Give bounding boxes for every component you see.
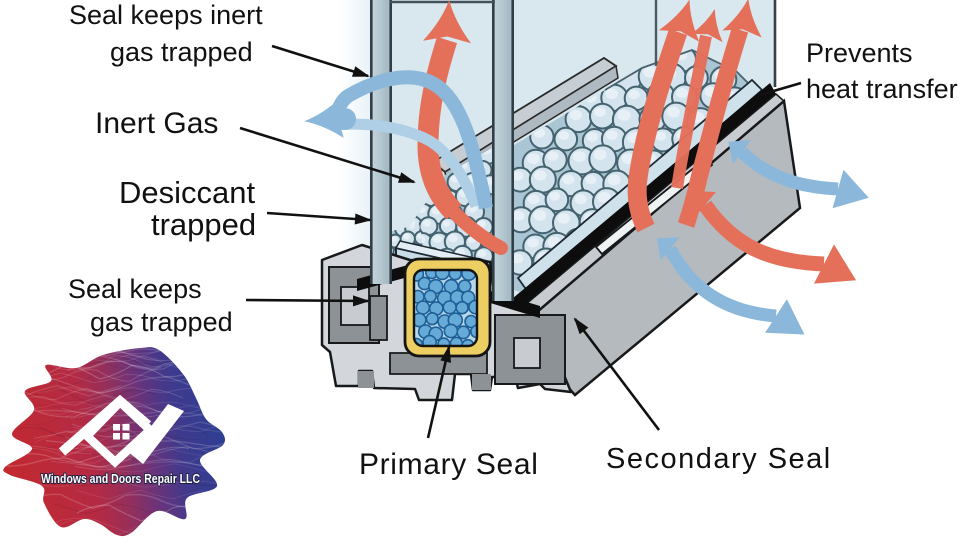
svg-text:heat transfer: heat transfer [806,74,958,104]
svg-text:gas trapped: gas trapped [90,307,233,337]
svg-text:Primary Seal: Primary Seal [359,448,539,481]
svg-text:Seal keeps inert: Seal keeps inert [69,0,263,30]
svg-text:Prevents: Prevents [806,38,913,68]
svg-text:Inert Gas: Inert Gas [95,107,218,140]
svg-text:Desiccant: Desiccant [119,175,255,210]
svg-text:Windows and Doors Repair LLC: Windows and Doors Repair LLC [41,472,200,486]
svg-text:Seal keeps: Seal keeps [68,274,202,304]
svg-text:Secondary Seal: Secondary Seal [606,443,832,475]
svg-text:gas trapped: gas trapped [110,37,253,67]
svg-text:trapped: trapped [151,207,256,242]
